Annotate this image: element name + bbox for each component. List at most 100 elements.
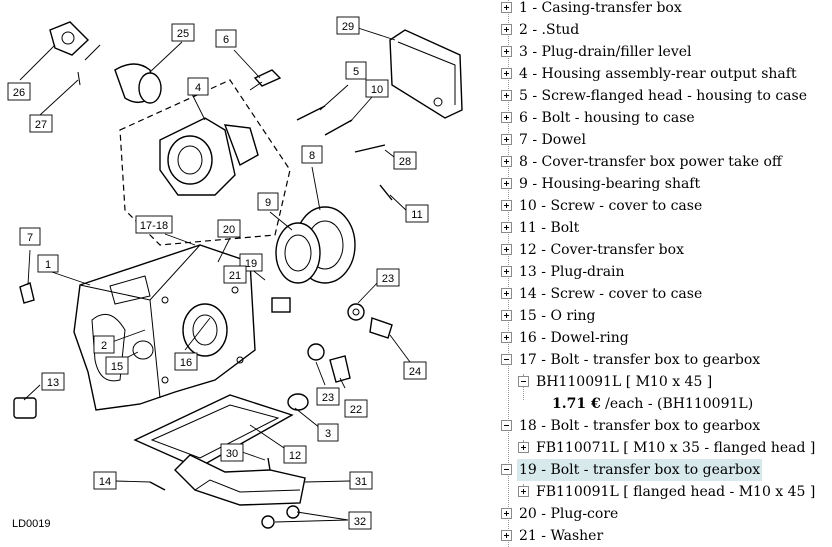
tree-item-20[interactable]: 20 - Plug-core (498, 503, 832, 525)
svg-text:29: 29 (342, 21, 354, 33)
tree-item-19[interactable]: 19 - Bolt - transfer box to gearbox (498, 459, 832, 481)
plus-box-icon[interactable] (518, 442, 529, 453)
plus-box-icon[interactable] (501, 2, 512, 13)
svg-text:2: 2 (101, 340, 107, 352)
svg-text:7: 7 (27, 232, 33, 244)
tree-item-9[interactable]: 9 - Housing-bearing shaft (498, 173, 832, 195)
tree-item-15[interactable]: 15 - O ring (498, 305, 832, 327)
plus-box-icon[interactable] (501, 46, 512, 57)
svg-text:24: 24 (409, 366, 421, 378)
housing-assembly-outline (119, 79, 291, 246)
svg-text:14: 14 (99, 476, 111, 488)
minus-box-icon[interactable] (501, 420, 512, 431)
callout-22: 22 (344, 399, 368, 418)
callout-7: 7 (19, 227, 41, 246)
tree-item-18[interactable]: 18 - Bolt - transfer box to gearbox (498, 415, 832, 437)
minus-box-icon[interactable] (501, 464, 512, 475)
plus-box-icon[interactable] (501, 222, 512, 233)
plus-box-icon[interactable] (501, 90, 512, 101)
plus-box-icon[interactable] (501, 68, 512, 79)
plus-box-icon[interactable] (501, 24, 512, 35)
tree-item-5[interactable]: 5 - Screw-flanged head - housing to case (498, 85, 832, 107)
callout-29: 29 (336, 16, 360, 35)
callout-20: 20 (217, 219, 241, 238)
plus-box-icon[interactable] (501, 178, 512, 189)
svg-text:31: 31 (355, 476, 367, 488)
diagram-code: LD0019 (12, 518, 51, 530)
plus-box-icon[interactable] (501, 310, 512, 321)
callout-12: 12 (283, 445, 307, 464)
callout-32: 32 (348, 511, 372, 530)
tree-item-10[interactable]: 10 - Screw - cover to case (498, 195, 832, 217)
svg-text:19: 19 (245, 258, 257, 270)
svg-text:9: 9 (265, 197, 271, 209)
tree-item-13[interactable]: 13 - Plug-drain (498, 261, 832, 283)
callout-30: 30 (220, 443, 244, 462)
callout-23-upper: 23 (376, 268, 400, 287)
svg-text:30: 30 (226, 448, 238, 460)
svg-text:21: 21 (229, 270, 241, 282)
svg-text:27: 27 (35, 119, 47, 131)
callout-28: 28 (393, 151, 417, 170)
callout-11: 11 (405, 204, 429, 223)
minus-box-icon[interactable] (518, 376, 529, 387)
callout-4: 4 (187, 77, 209, 96)
svg-text:17-18: 17-18 (140, 220, 168, 232)
tree-subitem-fb110091l[interactable]: FB110091L [ flanged head - M10 x 45 ] (498, 481, 832, 503)
tree-item-3[interactable]: 3 - Plug-drain/filler level (498, 41, 832, 63)
cover-transfer-box-12 (133, 394, 294, 469)
svg-text:5: 5 (353, 66, 359, 78)
svg-text:13: 13 (47, 377, 59, 389)
svg-text:3: 3 (325, 428, 331, 440)
plus-box-icon[interactable] (501, 288, 512, 299)
svg-text:20: 20 (223, 224, 235, 236)
callout-23-lower: 23 (316, 387, 340, 406)
plus-box-icon[interactable] (501, 134, 512, 145)
tree-item-2[interactable]: 2 - .Stud (498, 19, 832, 41)
tree-subitem-bh110091l[interactable]: BH110091L [ M10 x 45 ] (498, 371, 832, 393)
callout-1: 1 (37, 254, 59, 273)
parts-tree: 1 - Casing-transfer box 2 - .Stud 3 - Pl… (498, 0, 832, 547)
svg-text:22: 22 (350, 404, 362, 416)
svg-text:16: 16 (180, 357, 192, 369)
callout-25: 25 (171, 23, 195, 42)
plus-box-icon[interactable] (501, 530, 512, 541)
tree-item-17[interactable]: 17 - Bolt - transfer box to gearbox (498, 349, 832, 371)
tree-item-11[interactable]: 11 - Bolt (498, 217, 832, 239)
tree-item-8[interactable]: 8 - Cover-transfer box power take off (498, 151, 832, 173)
price-row: 1.71 € /each - (BH110091L) (498, 393, 832, 415)
callout-9: 9 (257, 192, 279, 211)
price-value: 1.71 € (552, 396, 601, 412)
plus-box-icon[interactable] (501, 332, 512, 343)
svg-text:26: 26 (13, 87, 25, 99)
callout-24: 24 (403, 361, 427, 380)
svg-text:6: 6 (223, 34, 229, 46)
tree-item-4[interactable]: 4 - Housing assembly-rear output shaft (498, 63, 832, 85)
tree-item-14[interactable]: 14 - Screw - cover to case (498, 283, 832, 305)
svg-text:12: 12 (289, 450, 301, 462)
plus-box-icon[interactable] (518, 486, 529, 497)
svg-text:23: 23 (382, 273, 394, 285)
minus-box-icon[interactable] (501, 354, 512, 365)
callout-16: 16 (174, 352, 198, 371)
plus-box-icon[interactable] (501, 112, 512, 123)
callout-5: 5 (345, 61, 367, 80)
plus-box-icon[interactable] (501, 508, 512, 519)
tree-item-12[interactable]: 12 - Cover-transfer box (498, 239, 832, 261)
tree-subitem-fb110071l[interactable]: FB110071L [ M10 x 35 - flanged head ] (498, 437, 832, 459)
plus-box-icon[interactable] (501, 200, 512, 211)
tree-item-21[interactable]: 21 - Washer (498, 525, 832, 547)
callout-6: 6 (215, 29, 237, 48)
plus-box-icon[interactable] (501, 266, 512, 277)
tree-item-6[interactable]: 6 - Bolt - housing to case (498, 107, 832, 129)
tree-item-1[interactable]: 1 - Casing-transfer box (498, 0, 832, 19)
svg-text:4: 4 (195, 82, 201, 94)
plus-box-icon[interactable] (501, 244, 512, 255)
svg-text:32: 32 (354, 516, 366, 528)
price-suffix: /each - (BH110091L) (600, 396, 754, 412)
tree-item-7[interactable]: 7 - Dowel (498, 129, 832, 151)
callout-2: 2 (93, 335, 115, 354)
tree-item-16[interactable]: 16 - Dowel-ring (498, 327, 832, 349)
leader-lines (19, 27, 411, 523)
plus-box-icon[interactable] (501, 156, 512, 167)
